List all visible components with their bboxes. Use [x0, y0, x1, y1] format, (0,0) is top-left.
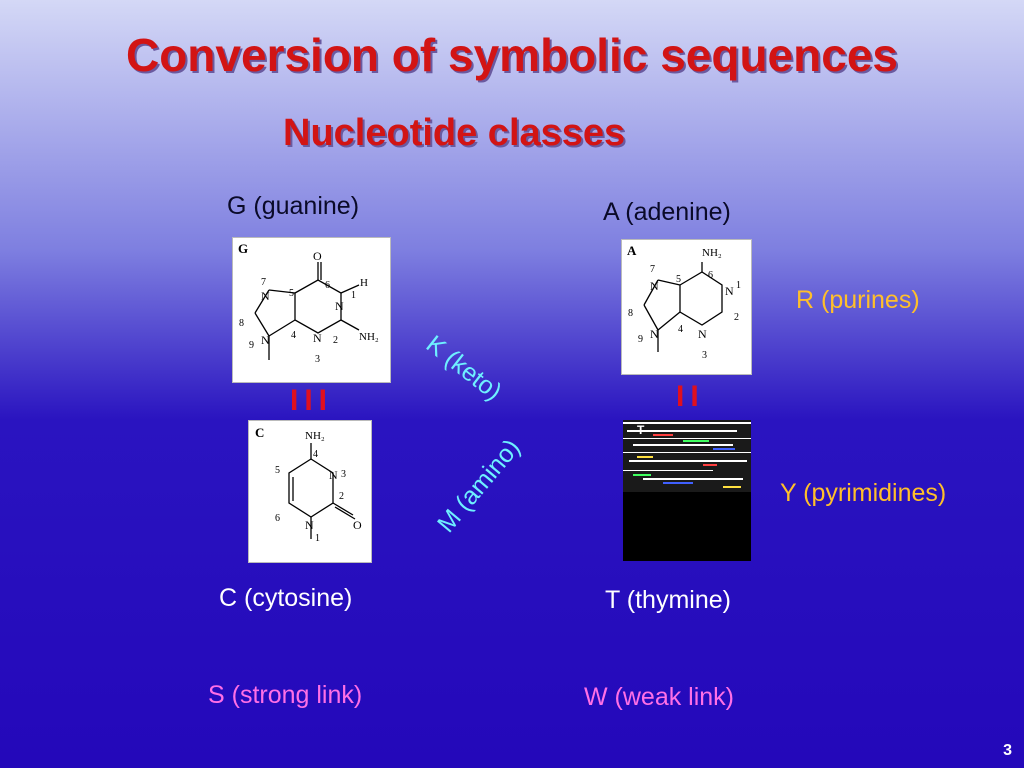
thymine-letter: T [637, 423, 645, 437]
guanine-letter: G [238, 241, 248, 256]
guanine-label: G (guanine) [227, 192, 360, 220]
svg-text:N: N [698, 327, 707, 341]
svg-text:2: 2 [333, 335, 338, 346]
svg-text:O: O [353, 518, 362, 532]
svg-text:1: 1 [351, 290, 356, 301]
svg-text:H: H [360, 277, 368, 289]
svg-text:N: N [650, 279, 659, 293]
slide-title: Conversion of symbolic sequences [125, 29, 898, 81]
svg-text:9: 9 [638, 334, 643, 345]
svg-text:1: 1 [736, 280, 741, 291]
svg-text:5: 5 [275, 465, 280, 476]
at-double-bond-mark: II [676, 380, 705, 413]
svg-text:1: 1 [315, 533, 320, 544]
svg-text:5: 5 [676, 274, 681, 285]
page-number: 3 [1003, 742, 1012, 759]
svg-text:N: N [305, 518, 314, 532]
svg-text:4: 4 [678, 324, 683, 335]
svg-text:7: 7 [650, 264, 655, 275]
adenine-structure-image: A NH₂ 6 N 1 2 N 3 4 5 7 N 8 N 9 [621, 239, 752, 375]
svg-text:3: 3 [702, 350, 707, 361]
svg-text:2: 2 [734, 312, 739, 323]
svg-text:N: N [261, 333, 270, 347]
guanine-structure-image: G O 6 N 1 H 2 NH₂ N 3 4 5 7 N 8 N 9 [232, 237, 391, 383]
svg-text:N: N [261, 289, 270, 303]
svg-text:5: 5 [289, 288, 294, 299]
svg-text:NH₂: NH₂ [305, 430, 325, 442]
svg-text:3: 3 [315, 354, 320, 365]
svg-text:9: 9 [249, 340, 254, 351]
svg-text:8: 8 [628, 308, 633, 319]
cytosine-structure-image: C NH₂ 4 N 3 2 O N 1 6 5 [248, 420, 372, 563]
svg-text:6: 6 [325, 280, 330, 291]
thymine-structure-image: T [623, 420, 751, 561]
svg-text:4: 4 [291, 330, 296, 341]
svg-text:8: 8 [239, 318, 244, 329]
cytosine-label: C (cytosine) [219, 584, 353, 612]
svg-text:N: N [335, 299, 344, 313]
weak-link-label: W (weak link) [584, 683, 735, 711]
strong-link-label: S (strong link) [208, 681, 363, 709]
svg-text:N: N [725, 284, 734, 298]
svg-text:3: 3 [341, 469, 346, 480]
amino-class-label: M (amino) [432, 433, 526, 538]
thymine-label: T (thymine) [605, 586, 731, 614]
svg-text:7: 7 [261, 277, 266, 288]
keto-class-label: K (keto) [420, 330, 507, 406]
svg-text:N: N [650, 327, 659, 341]
cytosine-letter: C [255, 425, 264, 440]
svg-text:N: N [329, 468, 338, 482]
svg-text:6: 6 [275, 513, 280, 524]
pyrimidines-class-label: Y (pyrimidines) [780, 479, 947, 507]
svg-text:NH₂: NH₂ [702, 247, 722, 259]
adenine-letter: A [627, 243, 637, 258]
slide-subtitle: Nucleotide classes [283, 112, 626, 154]
gc-triple-bond-mark: III [290, 384, 334, 417]
purines-class-label: R (purines) [796, 286, 920, 314]
svg-text:2: 2 [339, 491, 344, 502]
svg-text:O: O [313, 249, 322, 263]
svg-text:NH₂: NH₂ [359, 331, 379, 343]
adenine-label: A (adenine) [603, 198, 731, 226]
svg-text:6: 6 [708, 270, 713, 281]
svg-text:N: N [313, 331, 322, 345]
svg-text:4: 4 [313, 449, 318, 460]
